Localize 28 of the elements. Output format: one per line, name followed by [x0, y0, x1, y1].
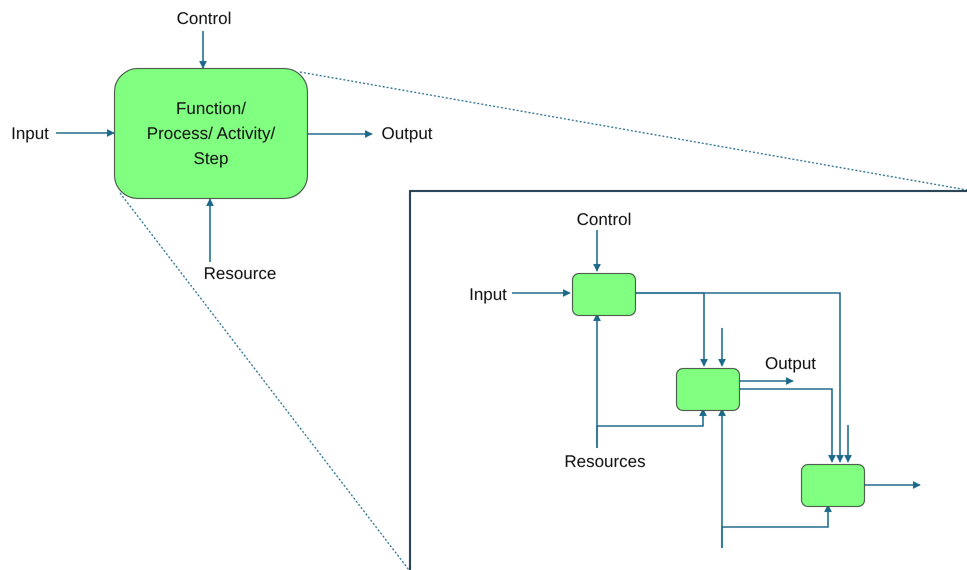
arrow: [634, 292, 844, 463]
arrow: [199, 31, 207, 69]
text-label: Output: [372, 122, 442, 146]
arrow: [512, 289, 571, 297]
arrow: [738, 388, 836, 463]
text-label: Input: [462, 283, 514, 307]
process-box: [801, 464, 865, 507]
text-label: Resources: [554, 450, 656, 474]
text-label: Input: [4, 122, 56, 146]
arrow: [596, 408, 707, 448]
zoom-panel: [409, 190, 967, 570]
arrow: [844, 425, 852, 463]
zoom-line: [300, 71, 967, 191]
arrow: [308, 130, 373, 138]
arrow: [593, 230, 601, 272]
arrow: [718, 328, 726, 367]
process-box: [572, 273, 636, 316]
arrow: [721, 504, 832, 548]
text-label: Control: [166, 7, 242, 31]
arrow: [56, 129, 115, 137]
process-box: Function/ Process/ Activity/ Step: [114, 68, 308, 199]
text-label: Control: [566, 208, 642, 232]
arrow: [863, 481, 921, 489]
zoom-line: [120, 192, 410, 570]
text-label: Resource: [194, 262, 286, 286]
process-box: [676, 368, 740, 411]
arrow: [206, 198, 214, 262]
arrow: [738, 377, 794, 385]
